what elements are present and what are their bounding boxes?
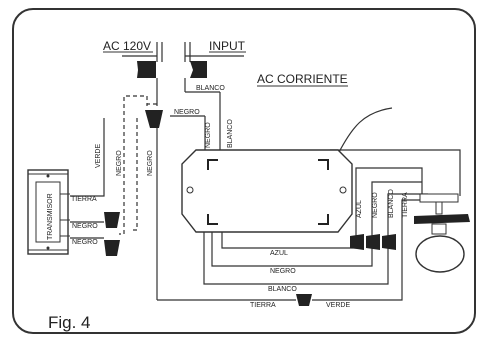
verde-left-label: VERDE [95, 144, 102, 168]
wire-nut-icon [190, 61, 207, 78]
wire-nut-icon [296, 294, 312, 306]
wire-nut-icon [104, 212, 120, 228]
verde-h-label: VERDE [326, 302, 350, 309]
negro-left2-label: NEGRO [147, 150, 154, 176]
tierra-vert-label: TIERRA [402, 192, 409, 218]
negro-vert-label: BLANCO [227, 119, 234, 148]
tierra-tx-label: TIERRA [71, 196, 97, 203]
negro-left1-label: NEGRO [116, 150, 123, 176]
ceiling-fan-icon [414, 193, 470, 273]
wire-nut-icon [382, 234, 396, 250]
blanco-vert2-label: BLANCO [388, 189, 395, 218]
negro-top-label: NEGRO [174, 109, 200, 116]
input-label: INPUT [209, 39, 246, 53]
wire-nut-icon [145, 110, 163, 128]
transmisor-label: TRANSMISOR [47, 193, 54, 240]
blanco-top-label: BLANCO [196, 85, 225, 92]
azul-vert-label: AZUL [356, 200, 363, 218]
negro-vert3-label: NEGRO [372, 192, 379, 218]
blanco-h-label: BLANCO [268, 286, 297, 293]
wall-transmitter-icon [27, 169, 70, 255]
negro-tx1-label: NEGRO [72, 223, 98, 230]
wire-nut-icon [137, 61, 156, 78]
receiver-box-icon [181, 149, 353, 233]
tierra-h-label: TIERRA [250, 302, 276, 309]
wire-nut-icon [104, 240, 120, 256]
ac-corriente-label: AC CORRIENTE [257, 72, 348, 86]
figure-caption: Fig. 4 [48, 313, 91, 332]
negro-h-label: NEGRO [270, 268, 296, 275]
wire-nut-icon [366, 234, 380, 250]
ac120v-label: AC 120V [103, 39, 151, 53]
azul-h-label: AZUL [270, 250, 288, 257]
wire-nut-icon [350, 234, 364, 250]
negro-tx2-label: NEGRO [72, 239, 98, 246]
negro-vert2-label: NEGRO [205, 122, 212, 148]
